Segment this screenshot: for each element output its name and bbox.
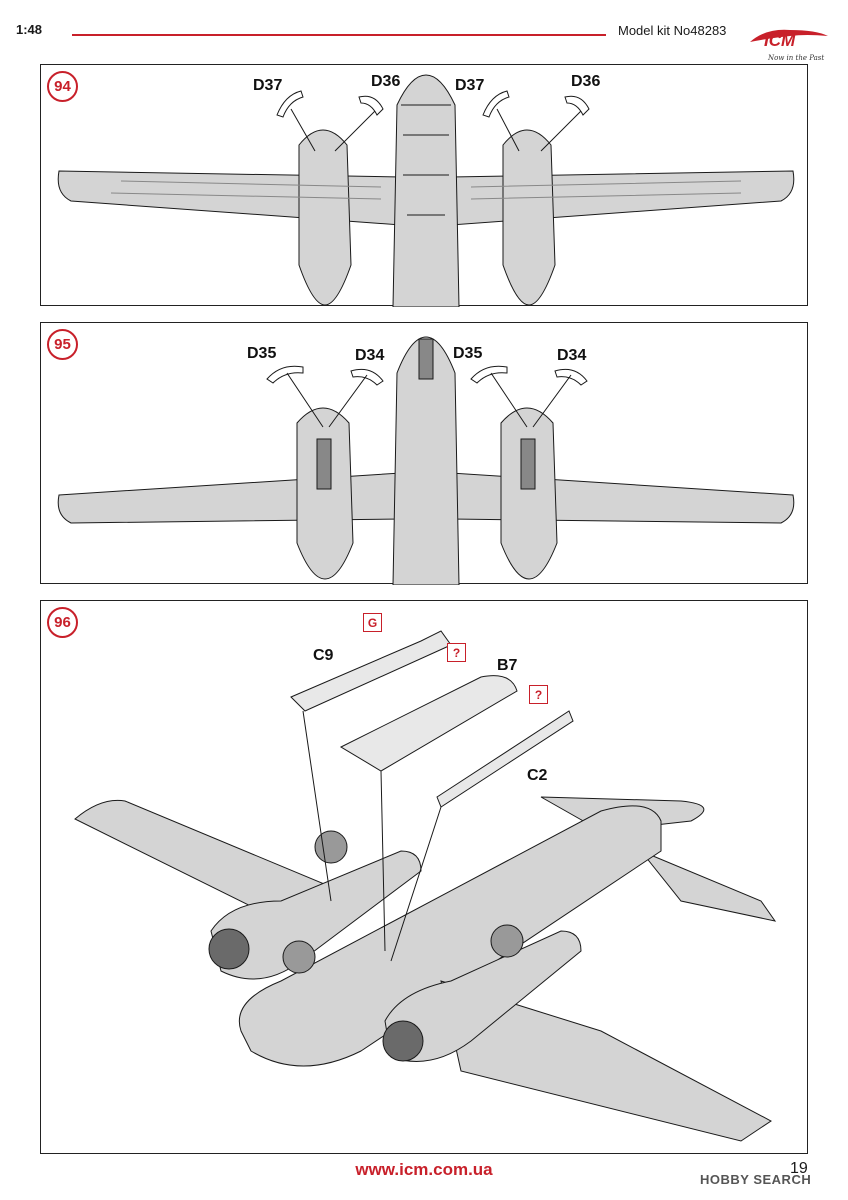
kit-number: Model kit No48283 [618, 23, 727, 38]
part-label: B7 [497, 657, 518, 674]
step-95-illustration [57, 336, 795, 585]
part-label: D37 [455, 77, 485, 94]
step-number-94: 94 [47, 71, 78, 102]
question-callout: ? [529, 685, 548, 704]
part-label: D36 [571, 73, 601, 90]
step-number-95: 95 [47, 329, 78, 360]
part-label: D36 [371, 73, 401, 90]
step-number-96: 96 [47, 607, 78, 638]
brand-text: ICM [764, 31, 796, 50]
scale-label: 1:48 [16, 22, 43, 37]
hobby-search-watermark: HOBBY SEARCH [700, 1172, 812, 1187]
page-number: 19 [790, 1160, 808, 1177]
step-95-panel: 95 D35 D34 D35 D34 [40, 322, 808, 585]
part-label: C9 [313, 647, 334, 664]
step-96-illustration [74, 630, 777, 1142]
brand-tagline: Now in the Past [767, 54, 824, 62]
footer-url[interactable]: www.icm.com.ua [355, 1160, 493, 1179]
paint-callout-g: G [363, 613, 382, 632]
step-96-panel: 96 [40, 600, 808, 1154]
icm-logo: ICM Now in the Past [746, 24, 832, 64]
step-94-illustration [57, 74, 795, 307]
header-rule [72, 34, 606, 36]
step-94-panel: 94 D37 D36 D37 D36 [40, 64, 808, 307]
part-label: D34 [557, 347, 587, 364]
question-callout: ? [447, 643, 466, 662]
part-label: D37 [253, 77, 283, 94]
part-label: D34 [355, 347, 385, 364]
part-label: C2 [527, 767, 548, 784]
part-label: D35 [247, 345, 277, 362]
part-label: D35 [453, 345, 483, 362]
